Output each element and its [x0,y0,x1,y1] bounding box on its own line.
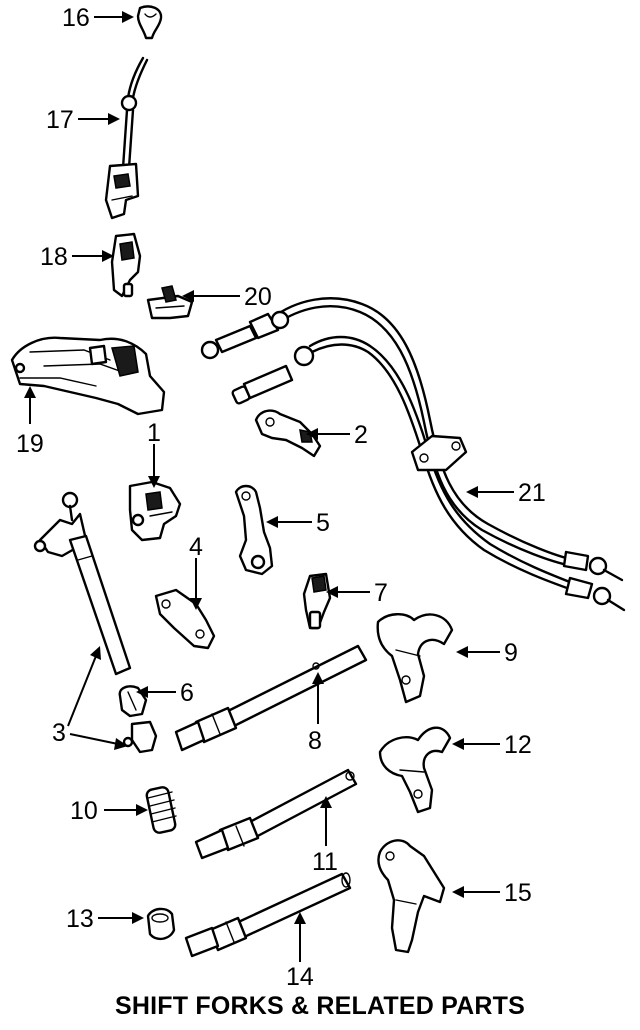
part-17-shift-lever [104,56,149,220]
callout-9: 9 [504,639,518,667]
callout-5: 5 [316,509,330,537]
part-10-spring [145,786,177,834]
callout-7: 7 [374,579,388,607]
part-19-shifter-base [10,336,166,416]
leader-lines [24,11,514,962]
part-20-clip [146,285,194,320]
part-9-shift-fork [376,613,454,704]
callout-10: 10 [70,797,98,825]
part-14-shift-rail [184,872,352,958]
part-2-lever [254,409,322,458]
part-3-clip [122,720,158,754]
callout-3: 3 [52,719,66,747]
part-5-lever-arm [234,484,274,576]
callout-1: 1 [147,419,161,447]
callout-8: 8 [308,727,322,755]
callout-12: 12 [504,731,532,759]
part-1-select-lever [128,480,182,542]
callout-14: 14 [286,963,314,991]
part-13-plug [146,907,176,941]
callout-17: 17 [46,106,74,134]
part-21-shift-cables [200,297,626,612]
part-3-shift-shaft [33,491,132,676]
callout-21: 21 [518,479,546,507]
diagram-caption: SHIFT FORKS & RELATED PARTS [114,992,526,1020]
part-6-bushing [118,685,148,718]
part-16-shift-knob [136,5,163,40]
callout-numbers: 16 17 18 20 19 2 1 21 5 4 7 9 6 3 8 12 1… [16,4,546,991]
callout-11: 11 [312,848,338,876]
part-11-shift-rail [194,768,358,860]
part-8-shift-rail [174,644,368,752]
callout-13: 13 [66,905,94,933]
part-18-bracket [110,232,142,298]
callout-6: 6 [180,679,194,707]
callout-19: 19 [16,430,44,458]
callout-15: 15 [504,879,532,907]
part-7-switch [302,572,332,630]
callout-20: 20 [244,283,272,311]
part-4-interlock-plate [154,588,216,650]
callout-2: 2 [354,421,368,449]
part-15-shift-fork [377,839,446,954]
part-12-shift-fork [378,726,452,814]
callout-16: 16 [62,4,90,32]
callout-18: 18 [40,243,68,271]
callout-4: 4 [189,533,203,561]
